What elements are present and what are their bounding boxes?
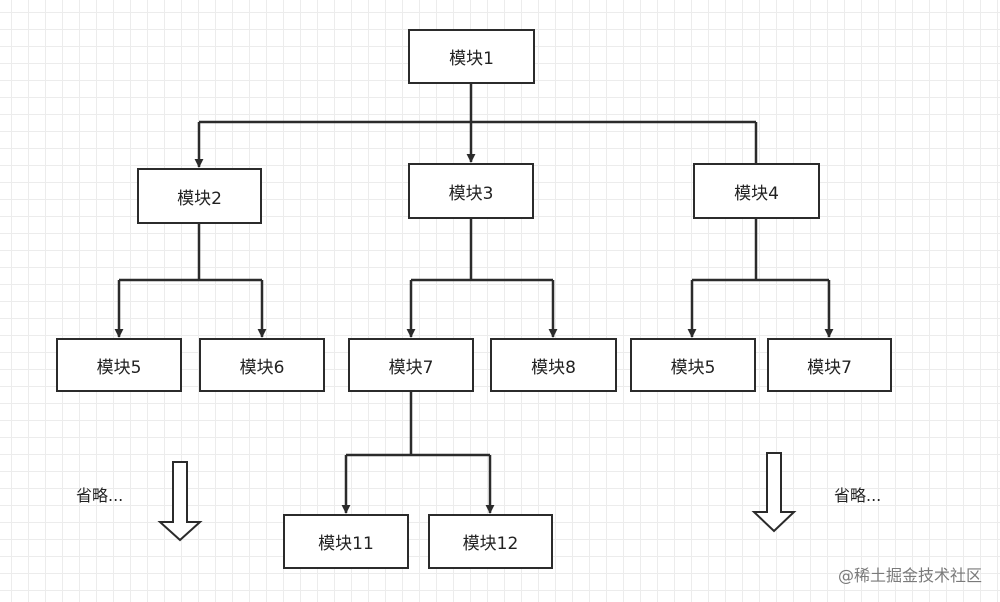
module-box-6[interactable]: 模块6 [199,338,325,392]
module-box-12[interactable]: 模块12 [428,514,553,569]
module-label: 模块8 [531,357,576,378]
module-label: 模块7 [388,357,434,378]
module-box-11[interactable]: 模块11 [283,514,409,569]
down-arrow-icon-right [751,452,797,533]
module-label: 模块12 [462,534,519,554]
omitted-note-right: 省略... [834,486,882,505]
module-label: 模块5 [96,357,142,378]
module-label: 模块11 [318,534,374,554]
module-label: 模块4 [734,183,779,204]
module-label: 模块5 [670,357,716,378]
omitted-note-left: 省略... [76,486,124,505]
module-label: 模块1 [449,49,494,69]
module-box-4[interactable]: 模块4 [693,163,820,219]
down-arrow-icon-left [157,461,203,542]
module-box-5-right[interactable]: 模块5 [630,338,756,392]
module-box-5-left[interactable]: 模块5 [56,338,182,392]
module-box-3[interactable]: 模块3 [408,163,534,219]
module-box-2[interactable]: 模块2 [137,168,262,224]
module-label: 模块3 [448,183,494,204]
module-label: 模块2 [177,188,222,209]
module-box-1[interactable]: 模块1 [408,29,535,84]
module-box-7-middle[interactable]: 模块7 [348,338,474,392]
module-box-8[interactable]: 模块8 [490,338,617,392]
module-label: 模块7 [807,357,852,378]
module-label: 模块6 [239,357,285,378]
watermark: @稀土掘金技术社区 [837,566,982,585]
module-box-7-right[interactable]: 模块7 [767,338,892,392]
